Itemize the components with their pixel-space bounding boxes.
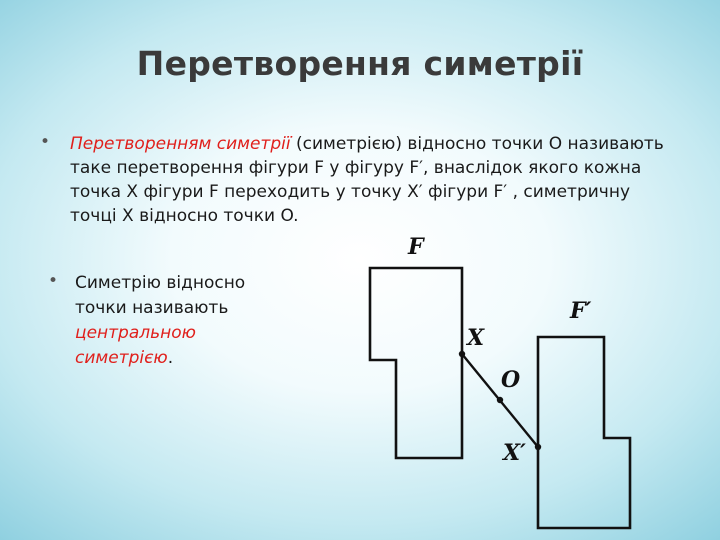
point-x <box>458 350 466 358</box>
central-symmetry-paragraph: Симетрію відносно точки називають центра… <box>75 271 290 371</box>
definition-text: (симетрією) відносно точки O називають т… <box>70 134 664 226</box>
central-symmetry-lead: Симетрію відносно точки називають <box>75 273 246 318</box>
figure-f-prime-shape <box>536 335 632 530</box>
definition-paragraph: Перетворенням симетрії (симетрією) відно… <box>70 132 680 228</box>
point-x-prime <box>534 443 542 451</box>
bullet-icon: • <box>48 271 59 291</box>
label-o: O <box>501 367 520 393</box>
definition-term: Перетворенням симетрії <box>70 134 291 154</box>
label-x-prime: X′ <box>501 440 526 466</box>
central-symmetry-end: . <box>167 348 174 368</box>
label-f-prime: F′ <box>569 298 592 324</box>
slide-title: Перетворення симетрії <box>136 44 584 83</box>
bullet-icon: • <box>40 132 51 152</box>
label-x: X <box>465 325 485 351</box>
figure-f-shape <box>368 266 464 460</box>
central-symmetry-term: центральною симетрією <box>75 323 196 368</box>
point-o <box>496 396 504 404</box>
label-f: F <box>407 234 425 260</box>
